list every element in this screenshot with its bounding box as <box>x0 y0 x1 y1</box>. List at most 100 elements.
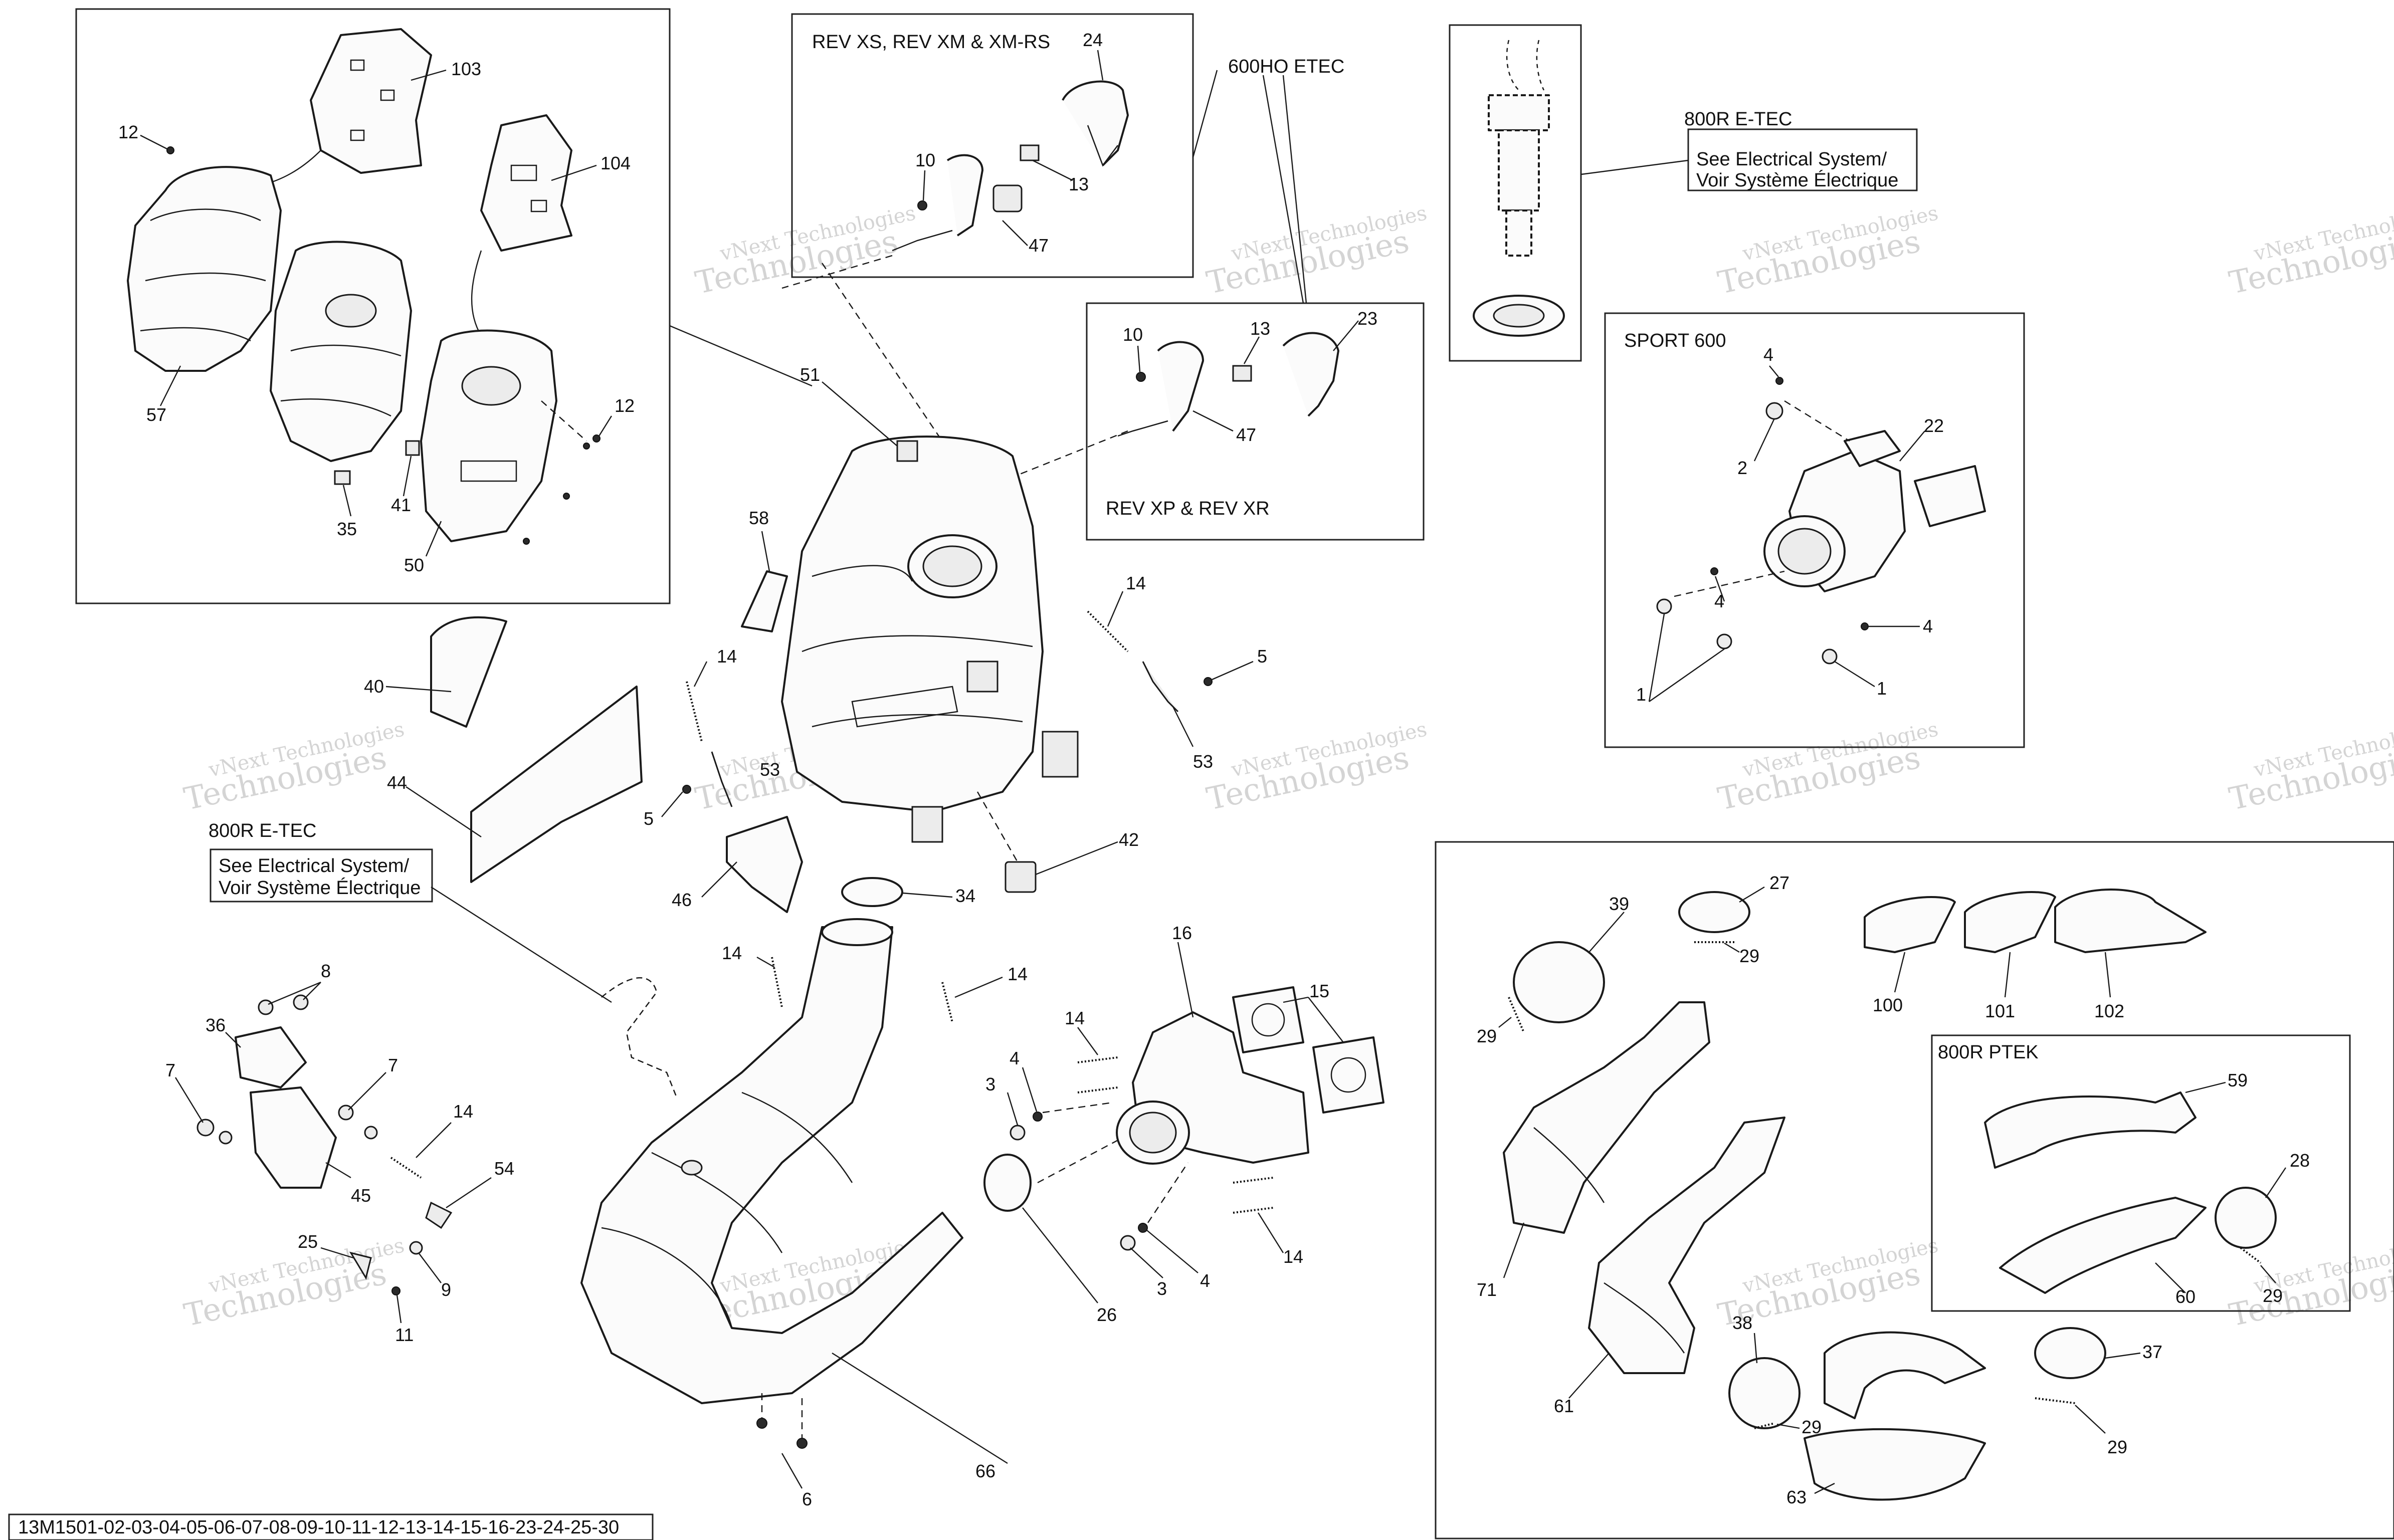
bracket-24 <box>1062 80 1129 166</box>
bolt-8 <box>258 999 274 1015</box>
seal-ring-26 <box>983 1154 1032 1212</box>
leader-line <box>1588 912 1625 953</box>
callout-4: 4 <box>1763 344 1773 365</box>
leader-line <box>1894 952 1906 993</box>
muffler-tab <box>896 440 918 462</box>
muffler-cover-50 <box>420 329 557 542</box>
leader-line <box>1899 430 1925 462</box>
clip-41 <box>405 440 420 456</box>
shield-slot <box>380 89 395 101</box>
spring-14 <box>1077 1086 1118 1093</box>
leader-line <box>1649 648 1725 702</box>
callout-11: 11 <box>395 1325 414 1345</box>
see-electrical-box-left <box>210 848 433 903</box>
ring-27 <box>1678 891 1750 933</box>
nut-6 <box>756 1418 767 1429</box>
callout-14: 14 <box>1065 1008 1085 1028</box>
leader-line <box>1243 336 1260 364</box>
clip-13 <box>1020 144 1040 161</box>
leader-line <box>1308 997 1344 1043</box>
callout-26: 26 <box>1097 1304 1117 1325</box>
callout-14: 14 <box>717 646 737 667</box>
rev-xp-sensor-harness <box>1117 320 1359 437</box>
heat-shield-104 <box>480 114 572 252</box>
ring-28 <box>2215 1187 2277 1249</box>
callout-12: 12 <box>118 122 138 142</box>
gasket-hole <box>1330 1057 1366 1093</box>
screw <box>523 538 530 545</box>
leader-line <box>1257 1212 1284 1253</box>
cover-slot <box>460 460 517 482</box>
muffler-contour <box>802 565 1033 728</box>
ring-37 <box>2034 1327 2106 1379</box>
detail-box-sport600 <box>1604 312 2025 748</box>
sensor-body <box>1498 129 1540 211</box>
leader-line <box>1130 1247 1163 1278</box>
muffler-bracket <box>1042 731 1079 778</box>
leader-line <box>1568 1353 1610 1399</box>
dashed-guide <box>1042 1102 1113 1114</box>
clip-54 <box>425 1201 453 1229</box>
callout-13: 13 <box>1250 318 1270 339</box>
callout-39: 39 <box>1609 894 1629 914</box>
callout-45: 45 <box>351 1185 371 1206</box>
leader-line <box>225 1032 241 1048</box>
connector-42 <box>1005 861 1037 893</box>
leader-line <box>348 1072 386 1111</box>
leader-line <box>1077 1027 1098 1055</box>
callout-103: 103 <box>451 59 481 79</box>
leader-line <box>669 325 813 387</box>
callout-1: 1 <box>1877 678 1887 699</box>
leader-line <box>406 786 482 837</box>
leader-line <box>822 381 898 447</box>
gasket-15 <box>1232 986 1304 1053</box>
callout-14: 14 <box>453 1101 473 1122</box>
leader-line <box>1814 1482 1835 1494</box>
callout-58: 58 <box>749 508 769 528</box>
callout-6: 6 <box>802 1489 812 1509</box>
leader-line <box>2260 1265 2276 1283</box>
pipe-heat-shields <box>1498 886 2286 1501</box>
leader-line <box>1498 1017 1512 1028</box>
800r-etec-top-label: 800R E-TEC <box>1684 109 1792 130</box>
nut-7 <box>196 1119 215 1137</box>
harness-47 <box>1157 341 1204 432</box>
muffler-bracket <box>911 806 943 843</box>
outlet-bore <box>1777 528 1832 575</box>
leader-line <box>661 791 683 817</box>
bracket-23 <box>1282 332 1339 417</box>
callout-8: 8 <box>321 961 331 981</box>
washer-4 <box>1138 1223 1148 1233</box>
leader-line <box>761 531 770 572</box>
muffler-body <box>781 435 1044 813</box>
washer-4 <box>1775 377 1783 385</box>
callout-27: 27 <box>1769 872 1789 893</box>
rev-xp-label: REV XP & REV XR <box>1106 498 1270 519</box>
mounting-bracket-assembly <box>174 981 492 1324</box>
shield-101 <box>1964 891 2056 953</box>
leader-line <box>1035 841 1118 875</box>
leader-line <box>2185 1081 2226 1093</box>
nut-5 <box>1204 677 1213 686</box>
leader-line <box>954 976 1003 998</box>
detail-box-muffler-shields <box>75 8 671 604</box>
callout-9: 9 <box>441 1279 451 1300</box>
shield-71 <box>1503 1001 1710 1234</box>
shield-44 <box>470 686 643 883</box>
exhaust-manifold <box>1116 942 1384 1165</box>
callout-14: 14 <box>1008 964 1028 984</box>
callout-5: 5 <box>644 808 654 829</box>
callout-71: 71 <box>1477 1279 1497 1300</box>
callout-7: 7 <box>165 1060 175 1080</box>
leader-line <box>2075 1405 2106 1434</box>
shield-slot <box>530 199 547 212</box>
screw-12 <box>592 434 601 443</box>
leader-line <box>303 982 321 1000</box>
leader-line <box>342 485 352 517</box>
gasket-22 <box>1844 430 1901 467</box>
spring-14 <box>771 957 783 1008</box>
600ho-etec-label: 600HO ETEC <box>1228 56 1344 77</box>
callout-14: 14 <box>1126 573 1146 593</box>
spring-29 <box>2035 1397 2076 1404</box>
leader-line <box>1834 661 1875 688</box>
